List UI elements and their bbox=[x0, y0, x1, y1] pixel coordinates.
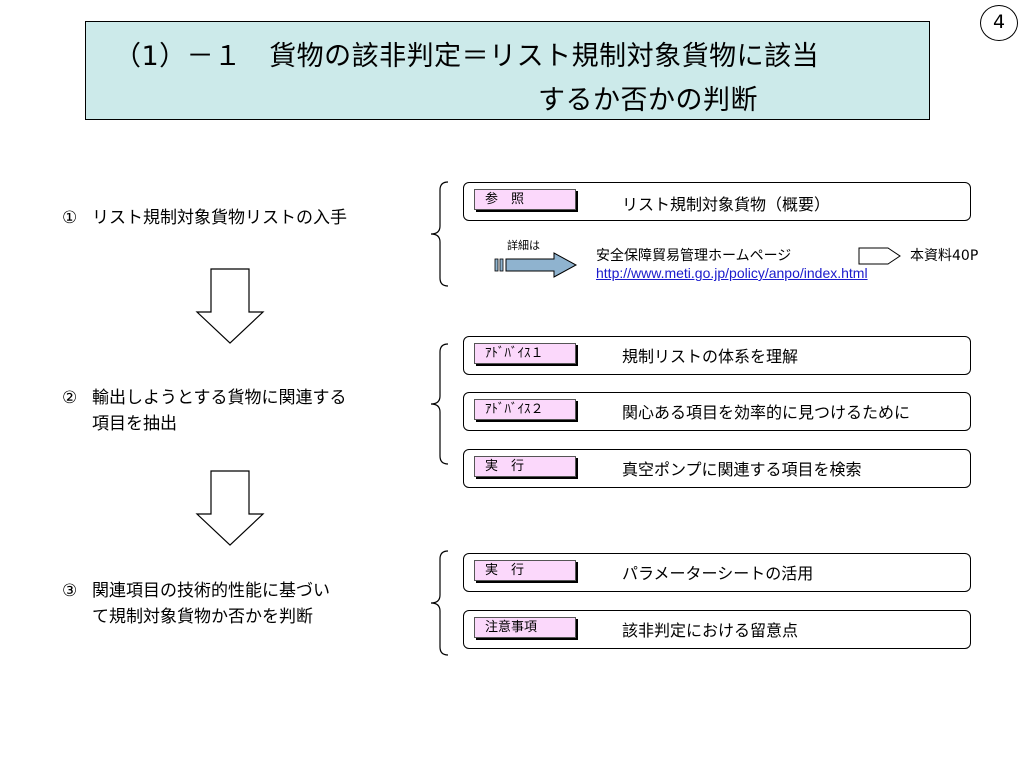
site-name: 安全保障貿易管理ホームページ bbox=[596, 248, 792, 264]
panel-tag: 実 行 bbox=[474, 456, 576, 477]
panel-text: 関心ある項目を効率的に見つけるために bbox=[622, 403, 911, 422]
reference-panel: 参 照 リスト規制対象貨物（概要） bbox=[463, 182, 971, 221]
panel-text: パラメーターシートの活用 bbox=[622, 564, 814, 583]
panel-tag: 実 行 bbox=[474, 560, 576, 581]
step-2-number: ② bbox=[62, 388, 78, 408]
panel-text: 規制リストの体系を理解 bbox=[622, 347, 799, 366]
title-line-2: するか否かの判断 bbox=[538, 85, 758, 116]
panel-text: リスト規制対象貨物（概要） bbox=[622, 195, 831, 214]
page-number: 4 bbox=[980, 5, 1018, 41]
right-arrow-icon bbox=[494, 252, 578, 278]
panel-tag: 注意事項 bbox=[474, 617, 576, 638]
panel-text: 該非判定における留意点 bbox=[622, 621, 799, 640]
detail-label: 詳細は bbox=[507, 239, 540, 252]
down-arrow-icon bbox=[195, 268, 265, 344]
step-2-line-2: 項目を抽出 bbox=[92, 414, 177, 434]
step-2: ② 輸出しようとする貨物に関連する 項目を抽出 bbox=[62, 385, 347, 437]
site-reference: 本資料40P bbox=[910, 248, 979, 264]
down-arrow-icon bbox=[195, 470, 265, 546]
step-1: ① リスト規制対象貨物リストの入手 bbox=[62, 205, 347, 231]
title-line-1: （1）－１ 貨物の該非判定＝リスト規制対象貨物に該当 bbox=[114, 41, 820, 72]
left-brace-icon bbox=[430, 181, 449, 287]
meti-link[interactable]: http://www.meti.go.jp/policy/anpo/index.… bbox=[596, 265, 868, 281]
step-1-number: ① bbox=[62, 208, 78, 228]
execute-search-panel: 実 行 真空ポンプに関連する項目を検索 bbox=[463, 449, 971, 488]
caution-panel: 注意事項 該非判定における留意点 bbox=[463, 610, 971, 649]
step-3-line-1: 関連項目の技術的性能に基づい bbox=[92, 581, 330, 601]
left-brace-icon bbox=[430, 550, 449, 656]
step-2-line-1: 輸出しようとする貨物に関連する bbox=[92, 388, 347, 408]
panel-tag: 参 照 bbox=[474, 189, 576, 210]
advice-1-panel: ｱﾄﾞﾊﾞｲｽ１ 規制リストの体系を理解 bbox=[463, 336, 971, 375]
advice-2-panel: ｱﾄﾞﾊﾞｲｽ２ 関心ある項目を効率的に見つけるために bbox=[463, 392, 971, 431]
execute-parameter-panel: 実 行 パラメーターシートの活用 bbox=[463, 553, 971, 592]
left-brace-icon bbox=[430, 343, 449, 465]
panel-tag: ｱﾄﾞﾊﾞｲｽ２ bbox=[474, 399, 576, 420]
step-3-line-2: て規制対象貨物か否かを判断 bbox=[92, 607, 313, 627]
step-1-line-1: リスト規制対象貨物リストの入手 bbox=[92, 208, 347, 228]
panel-tag: ｱﾄﾞﾊﾞｲｽ１ bbox=[474, 343, 576, 364]
pentagon-pointer-icon bbox=[858, 247, 901, 265]
step-3: ③ 関連項目の技術的性能に基づい て規制対象貨物か否かを判断 bbox=[62, 578, 330, 630]
title-box: （1）－１ 貨物の該非判定＝リスト規制対象貨物に該当 するか否かの判断 bbox=[85, 21, 930, 120]
step-3-number: ③ bbox=[62, 581, 78, 601]
panel-text: 真空ポンプに関連する項目を検索 bbox=[622, 460, 862, 479]
